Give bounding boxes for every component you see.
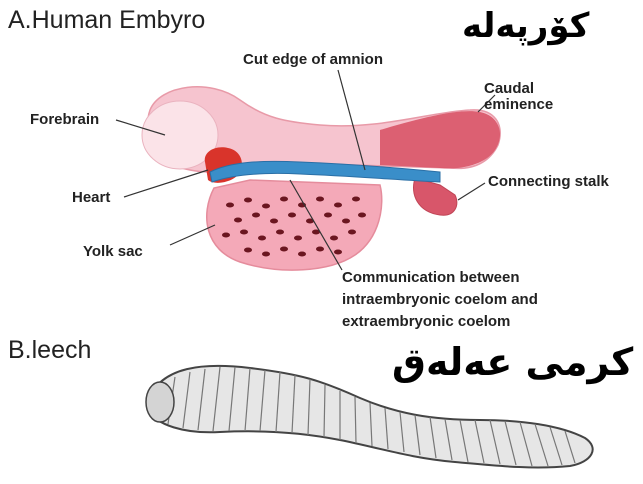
caudal-label-line1: Caudal xyxy=(484,81,534,97)
communication-label-line3: extraembryonic coelom xyxy=(342,314,510,330)
communication-label-line2: intraembryonic coelom and xyxy=(342,292,538,308)
leech-heading: B.leech xyxy=(8,336,91,365)
caudal-region-shape xyxy=(380,111,500,168)
caudal-label-line2: eminence xyxy=(484,97,553,113)
leech-sucker-shape xyxy=(146,382,174,422)
yolk-sac-shape xyxy=(207,180,382,270)
connecting-stalk-shape xyxy=(414,178,457,215)
communication-label-line1: Communication between xyxy=(342,270,520,286)
yolk-sac-label: Yolk sac xyxy=(83,244,143,260)
leech-kurdish-title: كرمى عەلەق xyxy=(392,340,633,384)
forebrain-label: Forebrain xyxy=(30,112,99,128)
connecting-stalk-label: Connecting stalk xyxy=(488,174,609,190)
cut-edge-label: Cut edge of amnion xyxy=(243,52,383,68)
heart-label: Heart xyxy=(72,190,110,206)
